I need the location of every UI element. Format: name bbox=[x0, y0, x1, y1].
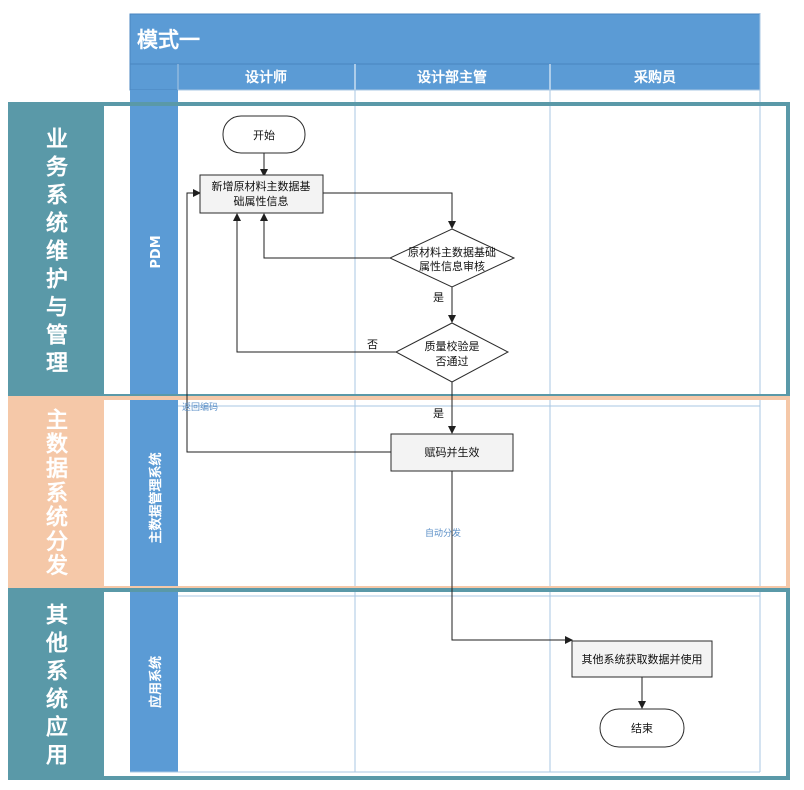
edge-label-return-code: 返回编码 bbox=[182, 401, 218, 413]
column-header-row bbox=[129, 63, 761, 91]
svg-text:础属性信息: 础属性信息 bbox=[234, 194, 289, 208]
node-review: 原材料主数据基础 属性信息审核 bbox=[388, 228, 516, 288]
svg-text:新增原材料主数据基: 新增原材料主数据基 bbox=[212, 179, 311, 193]
svg-text:质量校验是: 质量校验是 bbox=[425, 339, 480, 353]
svg-text:开始: 开始 bbox=[253, 128, 275, 142]
diagram-title: 模式一 bbox=[137, 28, 200, 52]
edge-assign-to-use bbox=[451, 471, 573, 644]
svg-text:其他系统应用: 其他系统应用 bbox=[45, 603, 68, 768]
column-header-buyer: 采购员 bbox=[633, 69, 676, 86]
svg-text:否通过: 否通过 bbox=[436, 355, 469, 368]
row-label-pdm: PDM bbox=[149, 235, 164, 268]
edge-create-to-review bbox=[323, 192, 456, 229]
node-create: 新增原材料主数据基 础属性信息 bbox=[199, 174, 324, 214]
svg-text:主数据系统分发: 主数据系统分发 bbox=[45, 408, 69, 579]
edge-review-to-create bbox=[260, 213, 390, 259]
svg-text:赋码并生效: 赋码并生效 bbox=[425, 445, 480, 459]
column-header-design-manager: 设计部主管 bbox=[417, 69, 487, 86]
node-assign: 赋码并生效 bbox=[390, 433, 514, 472]
edge-label-no: 否 bbox=[367, 338, 378, 351]
group-band-mdm bbox=[10, 398, 104, 588]
row-label-apps: 应用系统 bbox=[148, 656, 164, 708]
svg-text:原材料主数据基础: 原材料主数据基础 bbox=[408, 245, 496, 259]
svg-text:其他系统获取数据并使用: 其他系统获取数据并使用 bbox=[582, 652, 703, 666]
edge-label-yes-2: 是 bbox=[433, 407, 444, 420]
edge-assign-to-create bbox=[186, 189, 391, 453]
node-start: 开始 bbox=[222, 115, 306, 154]
group-band-apps bbox=[10, 590, 104, 778]
node-use: 其他系统获取数据并使用 bbox=[571, 640, 713, 678]
edge-label-auto-dist: 自动分发 bbox=[425, 527, 461, 539]
group-label-apps: 其他系统应用 bbox=[45, 603, 68, 768]
group-label-business: 业务系统维护与管理 bbox=[46, 127, 69, 376]
group-band-business bbox=[10, 104, 104, 396]
svg-text:业务系统维护与管理: 业务系统维护与管理 bbox=[46, 127, 69, 376]
node-quality: 质量校验是 否通过 bbox=[394, 322, 510, 383]
row-label-column bbox=[130, 90, 178, 772]
edge-label-yes-1: 是 bbox=[433, 291, 444, 304]
edge-quality-to-create bbox=[233, 213, 396, 353]
node-end: 结束 bbox=[599, 708, 685, 748]
group-label-mdm: 主数据系统分发 bbox=[45, 408, 69, 579]
row-label-mdm: 主数据管理系统 bbox=[148, 452, 164, 543]
svg-text:结束: 结束 bbox=[631, 722, 653, 735]
column-header-designer: 设计师 bbox=[245, 69, 287, 86]
title-bar bbox=[129, 13, 761, 65]
svg-text:属性信息审核: 属性信息审核 bbox=[419, 259, 485, 273]
